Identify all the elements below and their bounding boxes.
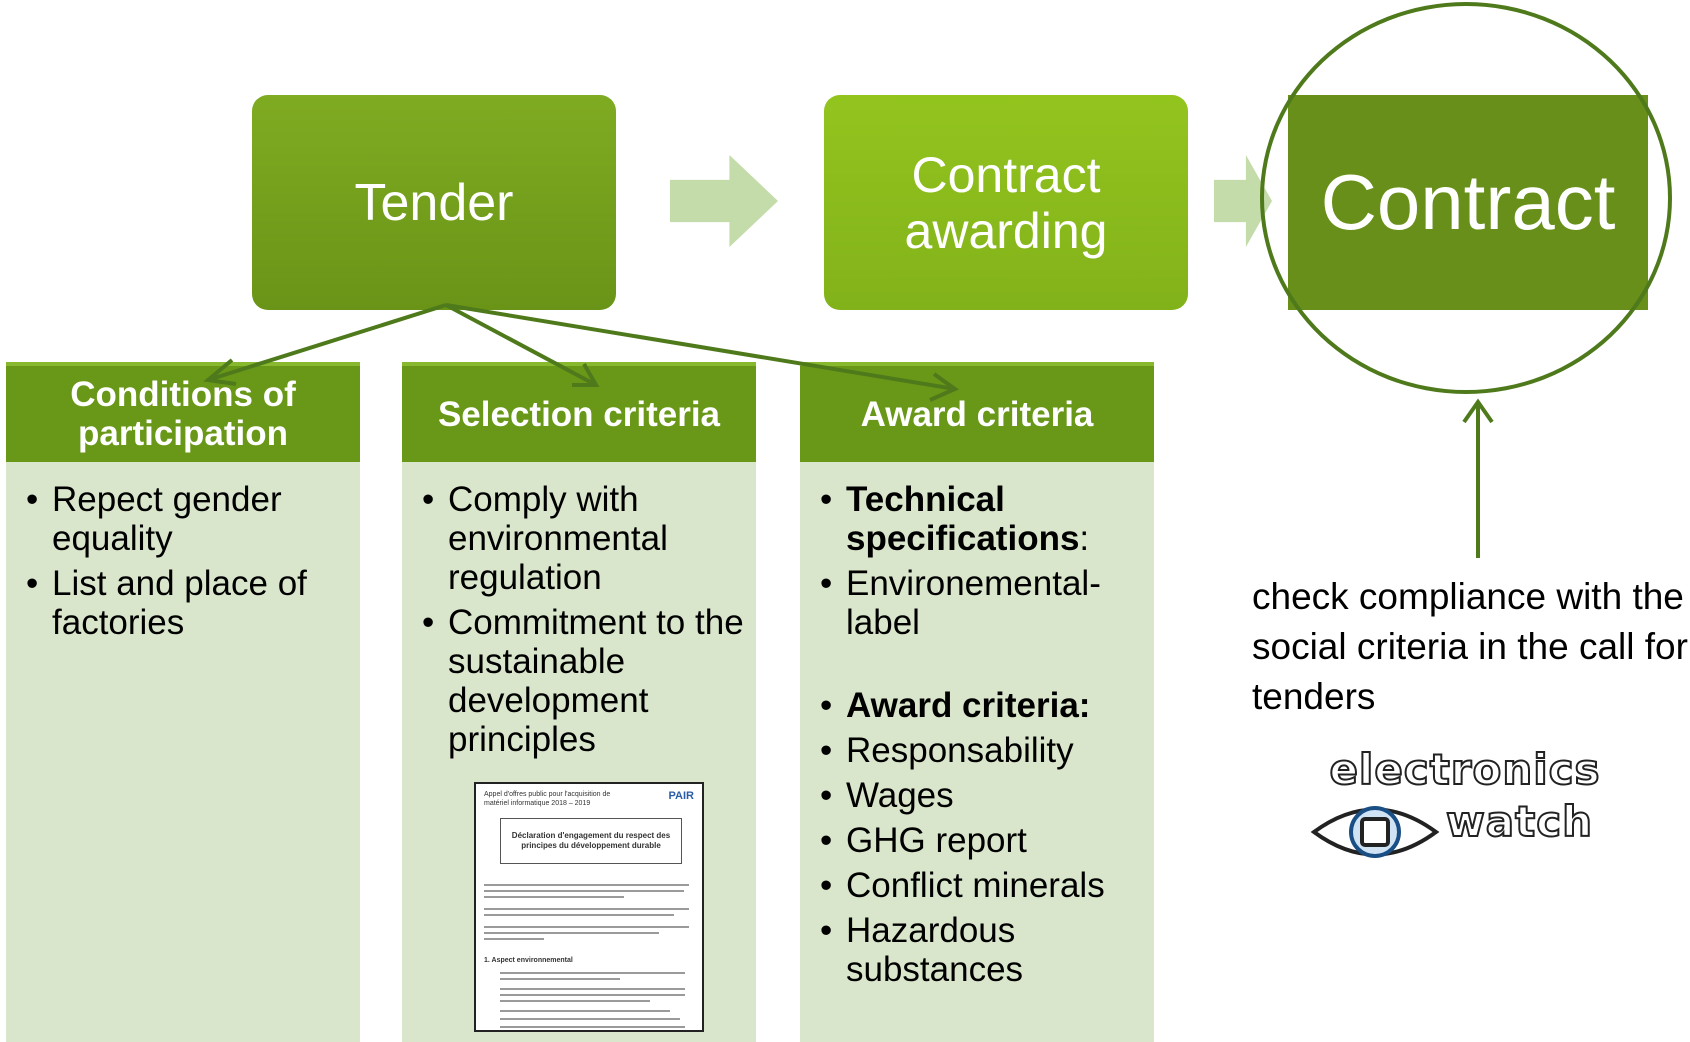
technical-specifications-suffix: :	[1079, 519, 1090, 558]
list-item: GHG report	[818, 821, 1142, 860]
stage-tender-label: Tender	[354, 173, 514, 232]
stage-contract-awarding: Contract awarding	[824, 95, 1188, 310]
list-item: Responsability	[818, 731, 1142, 770]
column-header: Conditions of participation	[6, 362, 360, 462]
column-header: Selection criteria	[402, 362, 756, 462]
list-item: List and place of factories	[24, 564, 348, 642]
logo-line1: electronics	[1328, 744, 1601, 795]
technical-specifications-label: Technical specifications	[846, 480, 1080, 558]
column-selection-criteria: Selection criteria Comply with environme…	[402, 362, 756, 1042]
column-header: Award criteria	[800, 362, 1154, 462]
list-item: Commitment to the sustainable developmen…	[420, 603, 744, 759]
list-item: Conflict minerals	[818, 866, 1142, 905]
list-item: Award criteria:	[818, 686, 1142, 725]
arrow-to-selection	[445, 303, 597, 387]
list-item: Technical specifications:	[818, 480, 1142, 558]
list-item: Wages	[818, 776, 1142, 815]
document-logo: PAIR	[668, 790, 694, 802]
arrowhead	[1462, 398, 1494, 424]
list-item: Hazardous substances	[818, 911, 1142, 989]
logo-line2: watch	[1445, 796, 1594, 847]
arrowhead	[929, 372, 960, 402]
award-criteria-label: Award criteria:	[846, 686, 1091, 725]
list-item: Environemental-label	[818, 564, 1142, 642]
arrowhead	[203, 358, 237, 386]
document-header: Appel d'offres public pour l'acquisition…	[484, 791, 611, 807]
stage-contract-awarding-label: Contract awarding	[904, 146, 1108, 259]
arrowhead	[572, 363, 600, 387]
eye-icon	[1310, 806, 1440, 858]
list-item: Comply with environmental regulation	[420, 480, 744, 597]
arrow-to-award	[445, 303, 956, 391]
compliance-note: check compliance with the social criteri…	[1252, 576, 1688, 717]
document-section: 1. Aspect environnemental	[484, 957, 573, 964]
list-item: Repect gender equality	[24, 480, 348, 558]
column-conditions-of-participation: Conditions of participation Repect gende…	[6, 362, 360, 1042]
highlight-circle	[1260, 2, 1672, 394]
document-thumbnail: Appel d'offres public pour l'acquisition…	[474, 782, 704, 1032]
column-award-criteria: Award criteria Technical specifications:…	[800, 362, 1154, 1042]
arrow-to-conditions	[207, 303, 447, 382]
stage-tender: Tender	[252, 95, 616, 310]
electronics-watch-logo: electronics watch	[1310, 744, 1620, 865]
document-title: Déclaration d'engagement du respect des …	[500, 818, 682, 864]
